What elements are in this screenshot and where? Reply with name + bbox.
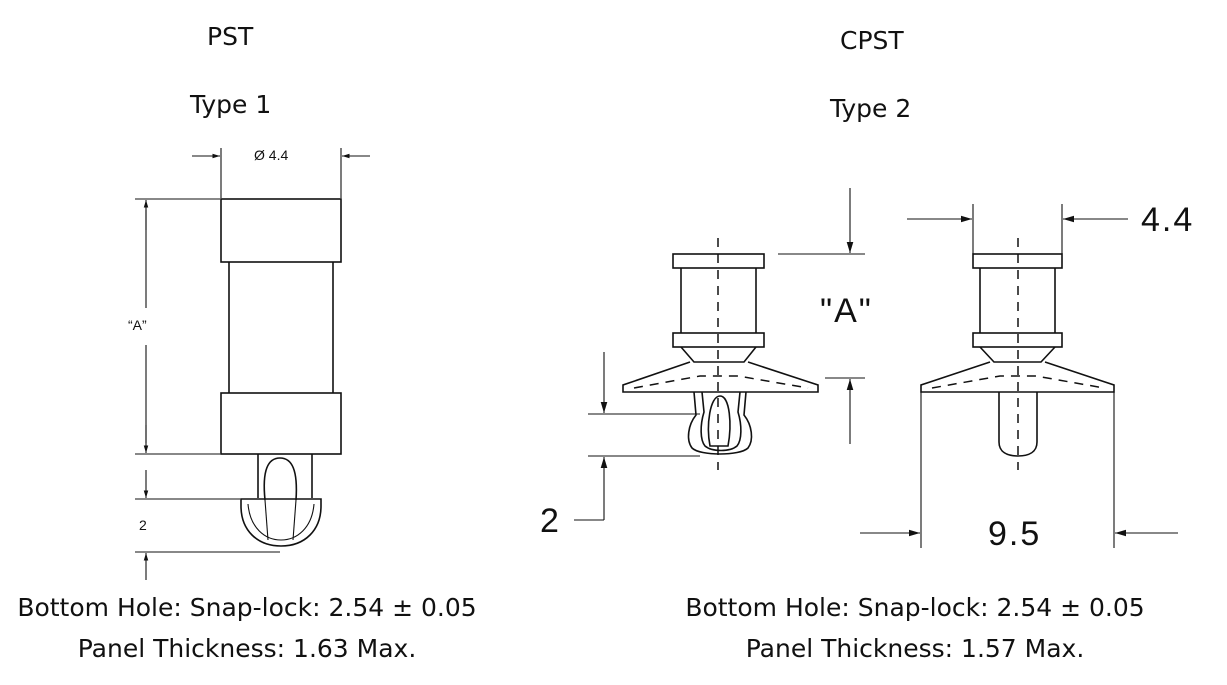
cpst-caption-line1: Bottom Hole: Snap-lock: 2.54 ± 0.05 xyxy=(685,593,1145,622)
pst-diameter-dimension: Ø 4.4 xyxy=(254,147,289,163)
cpst-type2-side-view xyxy=(860,204,1178,548)
cpst-title: CPST xyxy=(840,26,904,55)
pst-2-dimension: 2 xyxy=(139,517,147,533)
cpst-9.5-dimension: 9.5 xyxy=(988,515,1042,553)
cpst-type2-front-view xyxy=(574,188,865,521)
pst-type-label: Type 1 xyxy=(190,90,272,119)
pst-type1-drawing xyxy=(135,148,370,580)
cpst-4.4-dimension: 4.4 xyxy=(1141,201,1195,239)
cpst-caption-line2: Panel Thickness: 1.57 Max. xyxy=(745,634,1085,663)
pst-caption-line2: Panel Thickness: 1.63 Max. xyxy=(77,634,417,663)
pst-title: PST xyxy=(207,22,254,51)
pst-a-dimension: “A” xyxy=(128,317,147,333)
cpst-type-label: Type 2 xyxy=(830,94,912,123)
cpst-2-dimension: 2 xyxy=(540,502,561,540)
cpst-a-dimension: "A" xyxy=(820,292,873,330)
pst-caption-line1: Bottom Hole: Snap-lock: 2.54 ± 0.05 xyxy=(17,593,477,622)
